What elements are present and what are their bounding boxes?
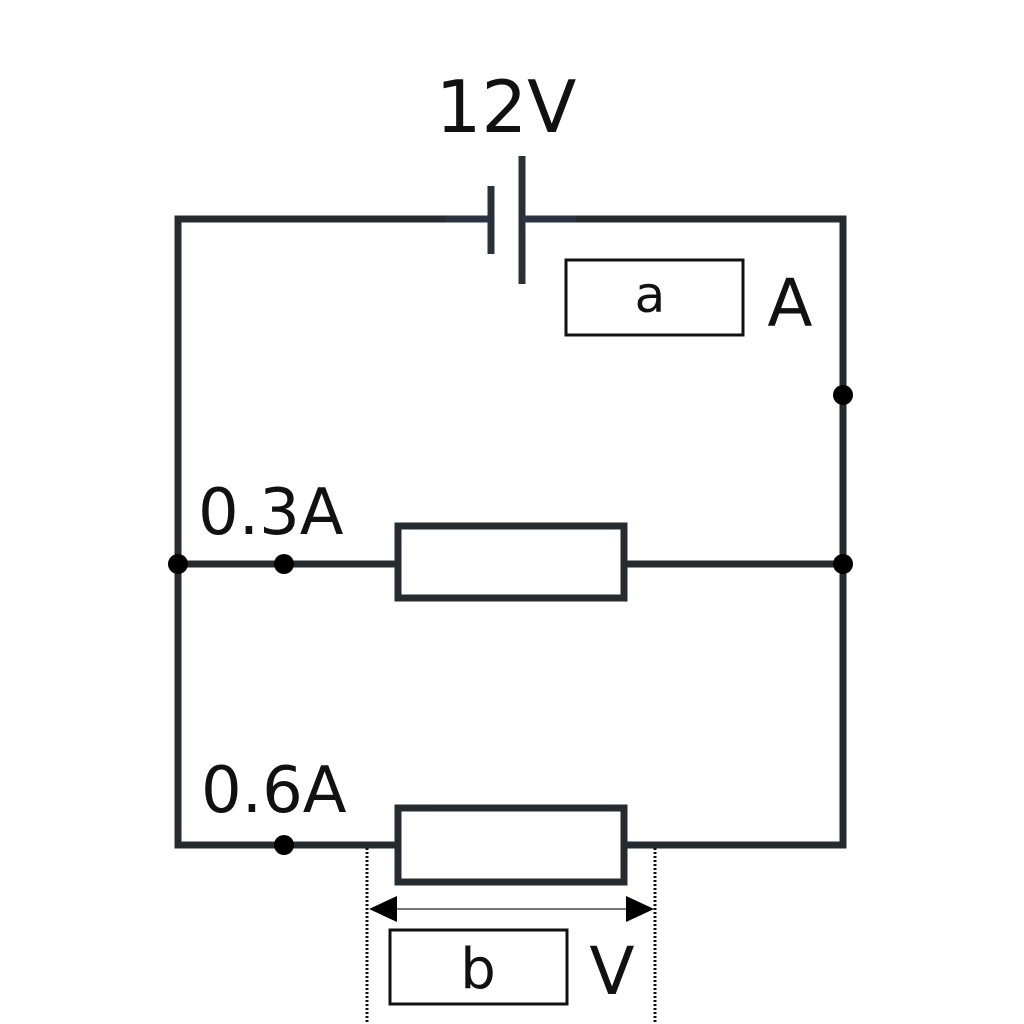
battery-symbol xyxy=(446,156,576,284)
resistor-upper xyxy=(394,522,628,602)
battery-voltage-label: 12V xyxy=(436,65,577,149)
junction-dot-right-top xyxy=(833,385,853,405)
junction-dot-right-middle xyxy=(833,554,853,574)
upper-branch-current-label: 0.3A xyxy=(198,476,344,550)
arrowhead-right-icon xyxy=(626,896,654,922)
lower-branch-current-label: 0.6A xyxy=(201,754,347,828)
answer-box-a-label: a xyxy=(635,266,666,324)
answer-box-a[interactable] xyxy=(564,258,745,337)
junction-dot-left-middle xyxy=(168,554,188,574)
junction-dot-lower-branch xyxy=(274,835,294,855)
answer-box-b-label: b xyxy=(460,937,496,1002)
answer-box-b[interactable] xyxy=(388,928,569,1006)
junction-dot-upper-branch xyxy=(274,554,294,574)
resistor-lower xyxy=(394,804,628,886)
unit-volt-label: V xyxy=(589,933,634,1010)
unit-ampere-label: A xyxy=(767,265,812,342)
arrowhead-left-icon xyxy=(369,896,397,922)
